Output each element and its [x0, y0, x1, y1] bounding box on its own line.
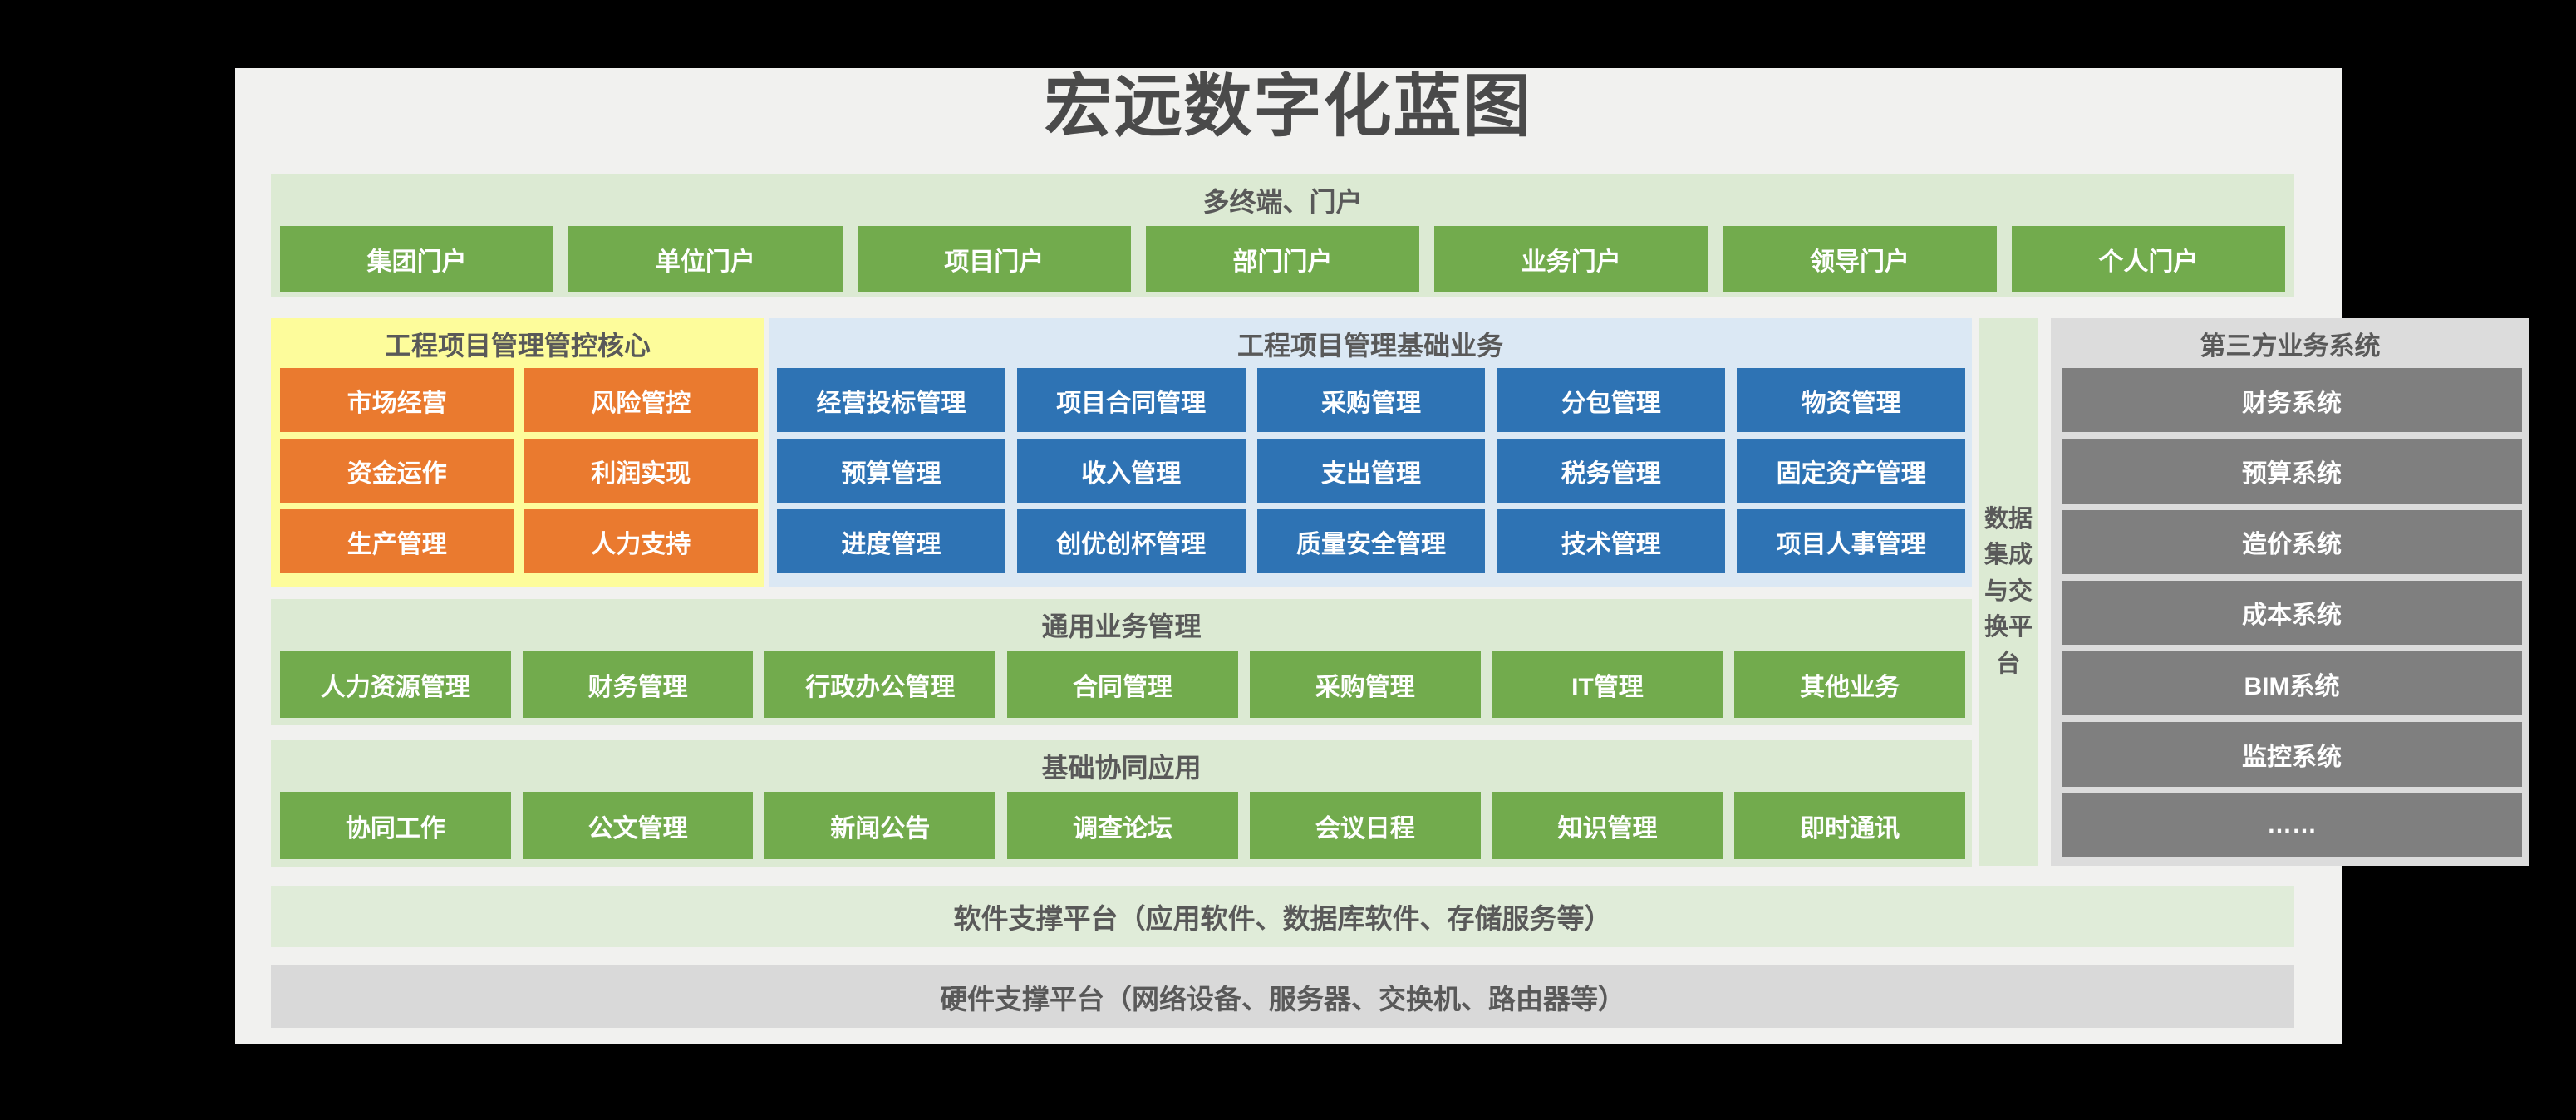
business-block: 采购管理	[1256, 368, 1486, 432]
third-party-header: 第三方业务系统	[2200, 332, 2381, 361]
core-block: 资金运作	[280, 439, 514, 503]
general-business-header: 通用业务管理	[1041, 612, 1202, 641]
collaboration-row: 协同工作公文管理新闻公告调查论坛会议日程知识管理即时通讯	[280, 792, 1966, 859]
core-block: 利润实现	[524, 439, 758, 503]
page-title: 宏远数字化蓝图	[1044, 69, 1533, 145]
portal-band-header: 多终端、门户	[1202, 187, 1363, 217]
third-party-block: 监控系统	[2062, 722, 2522, 787]
general-business-block: 合同管理	[1007, 651, 1238, 718]
portal-buttons-row: 集团门户单位门户项目门户部门门户业务门户领导门户个人门户	[280, 226, 2285, 292]
general-business-block: 行政办公管理	[764, 651, 996, 718]
core-block: 市场经营	[280, 368, 514, 432]
business-block: 进度管理	[777, 509, 1005, 573]
collaboration-panel: 基础协同应用 协同工作公文管理新闻公告调查论坛会议日程知识管理即时通讯	[271, 740, 1972, 867]
core-block: 风险管控	[524, 368, 758, 432]
core-management-panel: 工程项目管理管控核心 市场经营风险管控资金运作利润实现生产管理人力支持	[271, 318, 764, 587]
business-block: 物资管理	[1737, 368, 1965, 432]
third-party-block: 财务系统	[2062, 368, 2522, 433]
collaboration-block: 新闻公告	[764, 792, 996, 859]
basic-business-header: 工程项目管理基础业务	[1236, 331, 1503, 361]
hardware-platform-band: 硬件支撑平台（网络设备、服务器、交换机、路由器等）	[271, 965, 2294, 1028]
general-business-block: 采购管理	[1249, 651, 1481, 718]
business-block: 分包管理	[1497, 368, 1726, 432]
portal-block: 个人门户	[2011, 226, 2285, 292]
portal-block: 单位门户	[568, 226, 843, 292]
business-block: 经营投标管理	[777, 368, 1005, 432]
core-panel-header: 工程项目管理管控核心	[384, 331, 651, 361]
core-block: 生产管理	[280, 509, 514, 573]
basic-business-grid: 经营投标管理项目合同管理采购管理分包管理物资管理预算管理收入管理支出管理税务管理…	[777, 368, 1965, 573]
business-block: 税务管理	[1497, 439, 1726, 503]
core-block: 人力支持	[524, 509, 758, 573]
general-business-block: 财务管理	[522, 651, 754, 718]
third-party-block: BIM系统	[2062, 651, 2522, 716]
business-block: 收入管理	[1016, 439, 1246, 503]
portal-block: 部门门户	[1145, 226, 1420, 292]
business-block: 预算管理	[777, 439, 1005, 503]
collaboration-block: 知识管理	[1492, 792, 1723, 859]
collaboration-block: 协同工作	[280, 792, 511, 859]
business-block: 质量安全管理	[1256, 509, 1486, 573]
portal-block: 领导门户	[1723, 226, 1997, 292]
collaboration-block: 会议日程	[1249, 792, 1481, 859]
general-business-block: IT管理	[1492, 651, 1723, 718]
data-integration-label: 数据集成与交换平台	[1984, 505, 2033, 677]
collaboration-block: 公文管理	[522, 792, 754, 859]
portal-band: 多终端、门户 集团门户单位门户项目门户部门门户业务门户领导门户个人门户	[271, 174, 2294, 297]
business-block: 项目合同管理	[1016, 368, 1246, 432]
collaboration-block: 即时通讯	[1734, 792, 1966, 859]
portal-block: 业务门户	[1434, 226, 1708, 292]
data-integration-strip: 数据集成与交换平台	[1979, 318, 2038, 866]
software-platform-band: 软件支撑平台（应用软件、数据库软件、存储服务等）	[271, 886, 2294, 947]
third-party-block: 造价系统	[2062, 509, 2522, 574]
core-blocks-grid: 市场经营风险管控资金运作利润实现生产管理人力支持	[280, 368, 758, 573]
basic-business-panel: 工程项目管理基础业务 经营投标管理项目合同管理采购管理分包管理物资管理预算管理收…	[769, 318, 1972, 587]
general-business-block: 其他业务	[1734, 651, 1966, 718]
blueprint-content: 宏远数字化蓝图 多终端、门户 集团门户单位门户项目门户部门门户业务门户领导门户个…	[235, 68, 2529, 1044]
business-block: 创优创杯管理	[1016, 509, 1246, 573]
portal-block: 集团门户	[280, 226, 554, 292]
third-party-block: 预算系统	[2062, 439, 2522, 504]
third-party-block: 成本系统	[2062, 580, 2522, 646]
business-block: 支出管理	[1256, 439, 1486, 503]
third-party-block: ……	[2062, 793, 2522, 857]
general-business-block: 人力资源管理	[280, 651, 511, 718]
collaboration-block: 调查论坛	[1007, 792, 1238, 859]
collaboration-header: 基础协同应用	[1041, 753, 1202, 783]
business-block: 固定资产管理	[1737, 439, 1965, 503]
business-block: 项目人事管理	[1737, 509, 1965, 573]
business-block: 技术管理	[1497, 509, 1726, 573]
portal-block: 项目门户	[857, 226, 1131, 292]
